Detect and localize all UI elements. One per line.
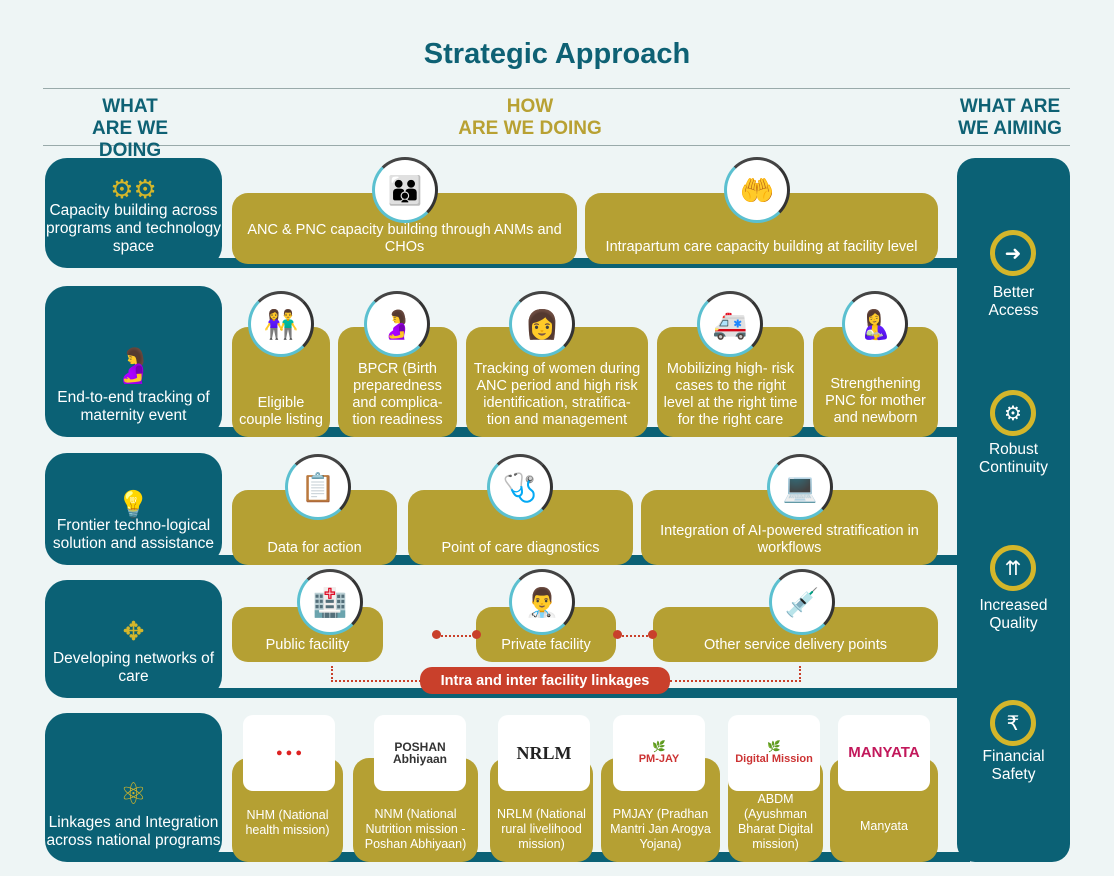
row-label: Capacity building across programs and te… xyxy=(46,202,221,255)
bulb-gear-icon: 💡 xyxy=(117,489,150,519)
abdm-logo: 🌿Digital Mission xyxy=(728,715,820,791)
gears-icon: ⚙⚙ xyxy=(110,174,157,204)
link-node xyxy=(648,630,657,639)
page-title: Strategic Approach xyxy=(423,38,691,70)
doctor-icon: 👨‍⚕️ xyxy=(509,569,575,635)
item-mobilizing: Mobilizing high- risk cases to the right… xyxy=(657,327,804,437)
ambulance-icon: 🚑 xyxy=(697,291,763,357)
row-capacity-building: ⚙⚙ Capacity building across programs and… xyxy=(45,158,222,268)
aim-increased-quality: Increased Quality xyxy=(979,597,1048,632)
row-label: Frontier techno-logical solution and ass… xyxy=(52,517,215,552)
mother-newborn-icon: 🤱 xyxy=(842,291,908,357)
row-frontier-tech: 💡 Frontier techno-logical solution and a… xyxy=(45,453,222,565)
access-icon: ➜ xyxy=(990,230,1036,276)
row-label: Linkages and Integration across national… xyxy=(46,814,221,849)
link-dots xyxy=(437,635,475,637)
network-icon: ✥ xyxy=(122,616,145,646)
divider xyxy=(43,145,1070,146)
quality-arrows-icon: ⇈ xyxy=(990,545,1036,591)
item-other-sdp: Other service delivery points xyxy=(653,607,938,662)
link-node xyxy=(613,630,622,639)
hospital-icon: 🏥 xyxy=(297,569,363,635)
row-tracking: 🤰 End-to-end tracking of maternity event xyxy=(45,286,222,437)
link-dots xyxy=(670,666,801,682)
care-hands-icon: 🤲 xyxy=(724,157,790,223)
people-icon: 👪 xyxy=(372,157,438,223)
row-national-programs: ⚛ Linkages and Integration across nation… xyxy=(45,713,222,862)
rupee-hand-icon: ₹ xyxy=(990,700,1036,746)
blood-bag-icon: 💉 xyxy=(769,569,835,635)
ai-screen-icon: 💻 xyxy=(767,454,833,520)
divider xyxy=(43,88,1070,89)
continuity-gear-icon: ⚙ xyxy=(990,390,1036,436)
row-connector xyxy=(200,258,970,268)
column-header-what: WHAT ARE WE DOING xyxy=(92,96,168,161)
aim-robust-continuity: Robust Continuity xyxy=(979,441,1048,476)
aim-financial-safety: Financial Safety xyxy=(982,748,1045,783)
link-node xyxy=(472,630,481,639)
column-header-how: HOW ARE WE DOING xyxy=(458,96,602,139)
link-node xyxy=(432,630,441,639)
clipboard-gear-icon: 📋 xyxy=(285,454,351,520)
item-bpcr: BPCR (Birth preparedness and complica-ti… xyxy=(338,327,457,437)
diagnostics-icon: 🩺 xyxy=(487,454,553,520)
nhm-logo: ● ● ● xyxy=(243,715,335,791)
link-dots xyxy=(331,666,421,682)
row-networks: ✥ Developing networks of care xyxy=(45,580,222,698)
pmjay-logo: 🌿PM-JAY xyxy=(613,715,705,791)
aim-better-access: Better Access xyxy=(988,284,1039,319)
manyata-logo: MANYATA xyxy=(838,715,930,791)
women-tracking-icon: 👩 xyxy=(509,291,575,357)
column-header-aim: WHAT ARE WE AIMING xyxy=(958,96,1062,139)
pregnant-cycle-icon: 🤰 xyxy=(112,347,155,385)
row-label: Developing networks of care xyxy=(52,650,215,685)
pregnant-woman-icon: 🤰 xyxy=(364,291,430,357)
linkage-badge: Intra and inter facility linkages xyxy=(420,667,670,694)
nrlm-logo: NRLM xyxy=(498,715,590,791)
molecule-network-icon: ⚛ xyxy=(120,778,147,811)
couple-list-icon: 👫 xyxy=(248,291,314,357)
link-dots xyxy=(618,635,652,637)
row-label: End-to-end tracking of maternity event xyxy=(57,389,210,424)
